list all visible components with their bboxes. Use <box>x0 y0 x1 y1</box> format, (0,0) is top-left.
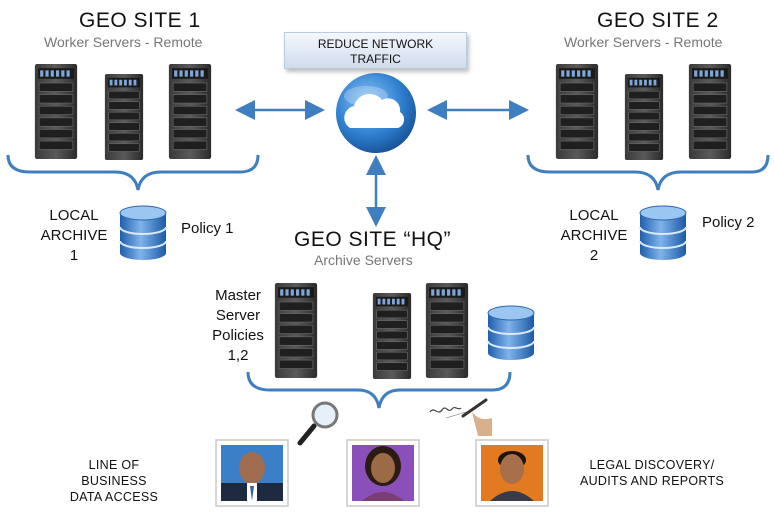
database-icon <box>639 205 687 261</box>
hq-server-group <box>274 283 469 379</box>
site2-brace <box>526 154 770 191</box>
site2-server-group <box>555 64 732 160</box>
server-rack-icon <box>555 64 599 159</box>
site1-server-group <box>34 64 212 160</box>
policy-1-label: Policy 1 <box>181 220 234 237</box>
database-icon <box>119 205 167 261</box>
hq-subtitle: Archive Servers <box>314 252 413 268</box>
site1-subtitle: Worker Servers - Remote <box>44 34 203 50</box>
person-photo-icon <box>346 439 420 507</box>
master-server-label: Master Server Policies 1,2 <box>212 287 264 364</box>
server-rack-icon <box>688 64 732 159</box>
policy-2-label: Policy 2 <box>702 214 755 231</box>
site1-title: GEO SITE 1 <box>79 9 201 32</box>
server-rack-icon <box>372 293 412 379</box>
magnifier-icon <box>297 401 339 446</box>
site2-subtitle: Worker Servers - Remote <box>564 34 723 50</box>
line-of-business-label: LINE OF BUSINESS DATA ACCESS <box>69 458 159 504</box>
site1-brace <box>6 154 260 191</box>
hq-brace <box>246 371 512 409</box>
server-rack-icon <box>274 283 318 378</box>
person-photo-icon <box>215 439 289 507</box>
cloud-icon <box>336 73 416 153</box>
person-photo-icon <box>475 439 549 507</box>
site2-title: GEO SITE 2 <box>597 9 719 32</box>
local-archive-1-label: LOCAL ARCHIVE 1 <box>40 207 108 264</box>
server-rack-icon <box>624 74 664 160</box>
server-rack-icon <box>104 74 144 160</box>
server-rack-icon <box>168 64 212 159</box>
server-rack-icon <box>425 283 469 378</box>
reduce-traffic-banner: REDUCE NETWORK TRAFFIC <box>284 32 467 69</box>
local-archive-2-label: LOCAL ARCHIVE 2 <box>560 207 628 264</box>
hq-title: GEO SITE “HQ” <box>294 228 452 251</box>
server-rack-icon <box>34 64 78 159</box>
signature-pen-icon <box>429 398 492 436</box>
database-icon <box>487 305 535 361</box>
banner-line: TRAFFIC <box>350 52 401 66</box>
legal-discovery-label: LEGAL DISCOVERY/ AUDITS AND REPORTS <box>579 458 725 488</box>
banner-line: REDUCE NETWORK <box>317 37 434 51</box>
